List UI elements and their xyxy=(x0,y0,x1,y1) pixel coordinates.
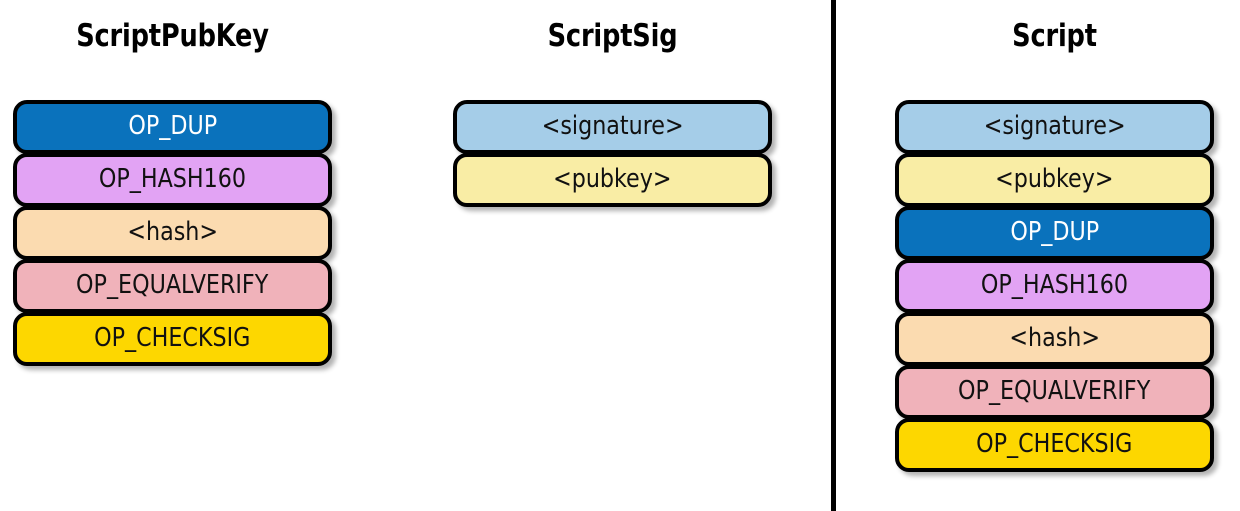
op-box-label: <signature> xyxy=(541,111,684,141)
op-box[interactable]: OP_DUP xyxy=(13,100,332,154)
op-box[interactable]: <pubkey> xyxy=(453,153,772,207)
op-box-label: OP_CHECKSIG xyxy=(94,323,251,353)
op-box-label: OP_HASH160 xyxy=(980,270,1129,300)
op-box-label: OP_EQUALVERIFY xyxy=(958,376,1151,406)
op-box-label: <hash> xyxy=(127,217,218,247)
op-box[interactable]: <hash> xyxy=(895,312,1214,366)
column-title-scriptsig: ScriptSig xyxy=(547,18,678,54)
op-box[interactable]: OP_HASH160 xyxy=(895,259,1214,313)
op-box[interactable]: OP_EQUALVERIFY xyxy=(13,259,332,313)
op-box[interactable]: OP_DUP xyxy=(895,206,1214,260)
vertical-divider xyxy=(831,0,836,511)
op-box[interactable]: <signature> xyxy=(453,100,772,154)
op-box-label: OP_DUP xyxy=(128,111,217,141)
op-box-label: <pubkey> xyxy=(995,164,1114,194)
op-box[interactable]: <pubkey> xyxy=(895,153,1214,207)
op-box[interactable]: OP_CHECKSIG xyxy=(895,418,1214,472)
op-box-label: <pubkey> xyxy=(553,164,672,194)
op-box-label: <signature> xyxy=(983,111,1126,141)
column-title-scriptpubkey: ScriptPubKey xyxy=(76,18,269,54)
column-title-script: Script xyxy=(1012,18,1097,54)
stack-script: <signature> <pubkey> OP_DUP OP_HASH160 <hash… xyxy=(895,100,1214,472)
op-box[interactable]: OP_CHECKSIG xyxy=(13,312,332,366)
op-box-label: OP_EQUALVERIFY xyxy=(76,270,269,300)
op-box[interactable]: OP_EQUALVERIFY xyxy=(895,365,1214,419)
stack-scriptsig: <signature> <pubkey> xyxy=(453,100,772,207)
op-box[interactable]: <hash> xyxy=(13,206,332,260)
stack-scriptpubkey: OP_DUP OP_HASH160 <hash> OP_EQUALVERIFY OP_C… xyxy=(13,100,332,366)
op-box-label: OP_DUP xyxy=(1010,217,1099,247)
op-box-label: OP_CHECKSIG xyxy=(976,429,1133,459)
op-box-label: OP_HASH160 xyxy=(98,164,247,194)
op-box[interactable]: OP_HASH160 xyxy=(13,153,332,207)
op-box-label: <hash> xyxy=(1009,323,1100,353)
op-box[interactable]: <signature> xyxy=(895,100,1214,154)
